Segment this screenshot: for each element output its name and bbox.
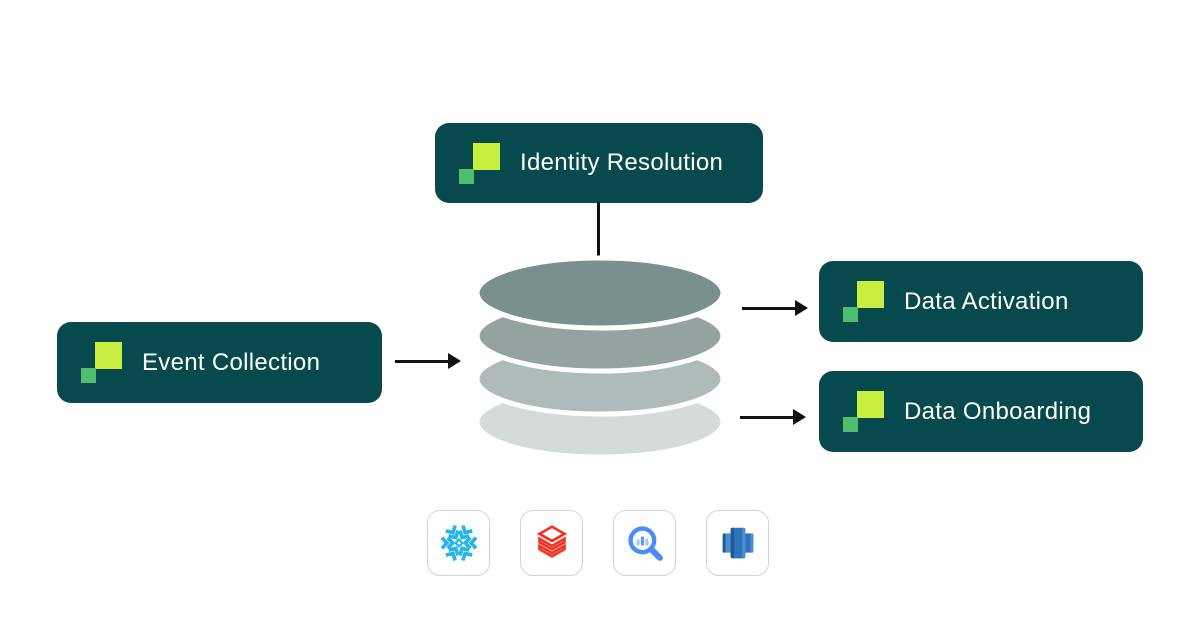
brand-logo-icon — [81, 342, 122, 383]
logo-lime-square — [95, 342, 122, 369]
node-label: Data Onboarding — [904, 397, 1092, 425]
card-bigquery — [613, 510, 676, 576]
logo-green-square — [459, 168, 474, 184]
databricks-icon — [536, 525, 567, 558]
logo-green-square — [843, 417, 858, 432]
card-snowflake — [427, 510, 490, 576]
card-redshift — [706, 510, 769, 576]
snowflake-icon — [440, 524, 477, 562]
redshift-icon — [722, 527, 753, 559]
node-label: Event Collection — [142, 348, 321, 376]
arrowhead-icon — [795, 300, 808, 316]
node-event-collection: Event Collection — [57, 322, 382, 403]
bigquery-icon — [627, 526, 663, 561]
logo-green-square — [843, 307, 858, 322]
database-stack-icon — [474, 255, 726, 460]
logo-green-square — [81, 368, 96, 383]
brand-logo-icon — [459, 142, 500, 184]
connector-identity-to-warehouse — [597, 202, 600, 259]
logo-lime-square — [857, 281, 884, 308]
card-databricks — [520, 510, 583, 576]
node-label: Data Activation — [904, 287, 1069, 315]
arrowhead-icon — [448, 353, 461, 369]
logo-lime-square — [857, 391, 884, 418]
arrow-warehouse-to-activation — [742, 300, 808, 316]
arrow-warehouse-to-onboarding — [740, 409, 806, 425]
node-identity-resolution: Identity Resolution — [435, 123, 763, 203]
warehouse-logo-row — [427, 510, 769, 576]
brand-logo-icon — [843, 391, 884, 432]
node-label: Identity Resolution — [520, 149, 724, 176]
arrowhead-icon — [793, 409, 806, 425]
arrow-event-to-warehouse — [395, 353, 461, 369]
logo-lime-square — [473, 142, 500, 170]
node-data-activation: Data Activation — [819, 261, 1143, 342]
node-data-onboarding: Data Onboarding — [819, 371, 1143, 452]
brand-logo-icon — [843, 281, 884, 322]
